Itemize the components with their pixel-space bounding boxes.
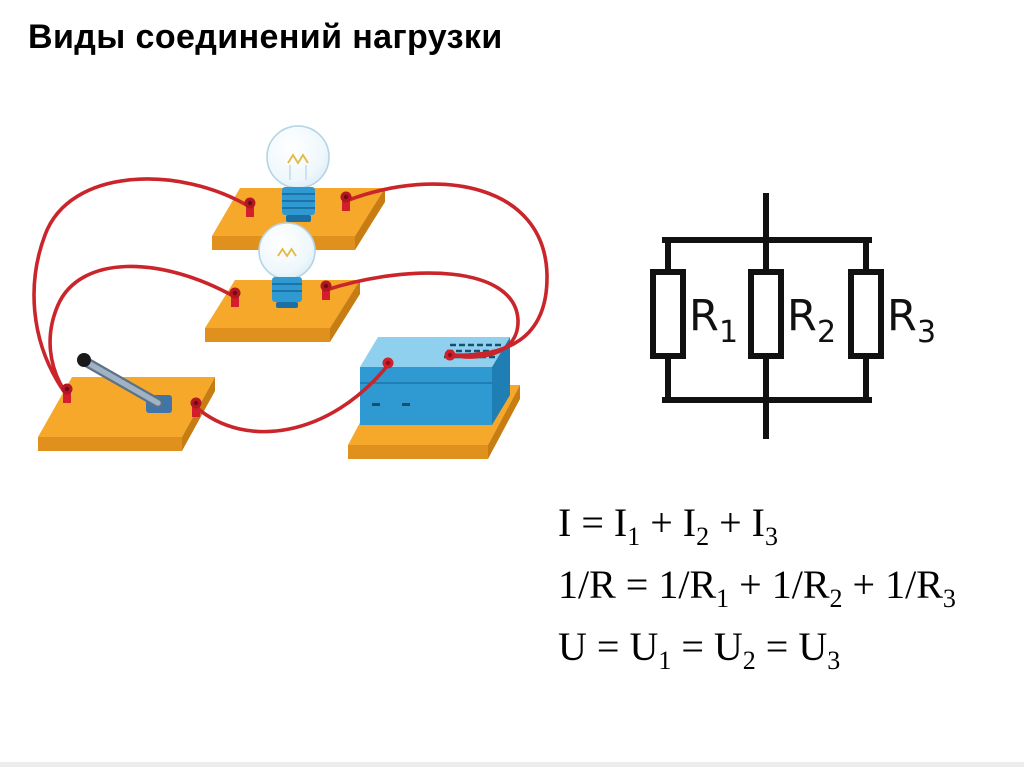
formula-current-sum: I = I1 + I2 + I3 bbox=[558, 500, 778, 551]
wire bbox=[324, 271, 520, 359]
resistor-label-2-sub: 2 bbox=[817, 315, 836, 350]
resistor-label-3-sub: 3 bbox=[917, 315, 936, 350]
wires bbox=[32, 177, 549, 434]
terminal-icon bbox=[61, 383, 73, 403]
wire bbox=[32, 177, 252, 395]
resistor-symbol-2 bbox=[748, 269, 784, 359]
wire bbox=[194, 363, 390, 434]
battery-icon bbox=[360, 337, 510, 425]
switch-platform bbox=[38, 377, 215, 451]
resistor-label-3: R bbox=[887, 291, 917, 341]
formula-voltage-equal: U = U1 = U2 = U3 bbox=[558, 624, 841, 675]
formula-block: I = I1 + I2 + I3 1/R = 1/R1 + 1/R2 + 1/R… bbox=[558, 492, 956, 678]
resistor-label-1: R bbox=[689, 291, 719, 341]
resistor-label-1-sub: 1 bbox=[719, 315, 738, 350]
resistor-symbol-3 bbox=[848, 269, 884, 359]
terminal-icon bbox=[382, 357, 394, 369]
terminal-icon bbox=[340, 191, 352, 211]
terminal-icon bbox=[320, 280, 332, 300]
parallel-circuit-diagram: R 1 R 2 R 3 bbox=[650, 193, 936, 439]
switch-icon bbox=[77, 353, 172, 413]
light-bulb-icon bbox=[266, 125, 330, 222]
terminal-icon bbox=[229, 287, 241, 307]
wire bbox=[48, 264, 237, 397]
resistor-label-2: R bbox=[787, 291, 817, 341]
formula-resistance-reciprocal: 1/R = 1/R1 + 1/R2 + 1/R3 bbox=[558, 562, 956, 613]
page-title: Виды соединений нагрузки bbox=[28, 18, 503, 56]
slide-bottom-edge bbox=[0, 762, 1024, 767]
terminals bbox=[61, 191, 456, 417]
terminal-icon bbox=[244, 197, 256, 217]
light-bulb-icon bbox=[258, 222, 316, 308]
circuit-photo-illustration bbox=[32, 125, 549, 459]
terminal-icon bbox=[190, 397, 202, 417]
terminal-icon bbox=[444, 349, 456, 361]
resistor-symbol-1 bbox=[650, 269, 686, 359]
